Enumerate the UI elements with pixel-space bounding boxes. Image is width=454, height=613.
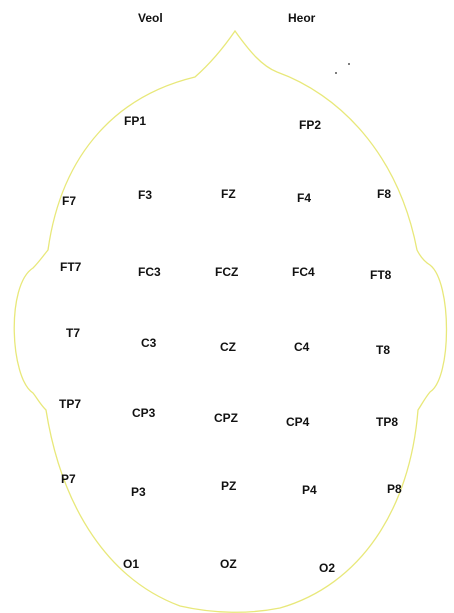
electrode-c3: C3 bbox=[141, 336, 156, 350]
artifact-dot bbox=[335, 72, 337, 74]
electrode-t8: T8 bbox=[376, 343, 390, 357]
electrode-o2: O2 bbox=[319, 561, 335, 575]
electrode-fz: FZ bbox=[221, 187, 236, 201]
electrode-fc3: FC3 bbox=[138, 265, 161, 279]
electrode-f8: F8 bbox=[377, 187, 391, 201]
electrode-fcz: FCZ bbox=[215, 265, 238, 279]
electrode-cpz: CPZ bbox=[214, 411, 238, 425]
electrode-ft8: FT8 bbox=[370, 268, 391, 282]
electrode-pz: PZ bbox=[221, 479, 236, 493]
electrode-tp7: TP7 bbox=[59, 397, 81, 411]
electrode-cp3: CP3 bbox=[132, 406, 155, 420]
electrode-t7: T7 bbox=[66, 326, 80, 340]
label-heor: Heor bbox=[288, 11, 315, 25]
electrode-cp4: CP4 bbox=[286, 415, 309, 429]
electrode-p7: P7 bbox=[61, 472, 76, 486]
electrode-oz: OZ bbox=[220, 557, 237, 571]
electrode-f3: F3 bbox=[138, 188, 152, 202]
electrode-c4: C4 bbox=[294, 340, 309, 354]
electrode-p3: P3 bbox=[131, 485, 146, 499]
electrode-f4: F4 bbox=[297, 191, 311, 205]
electrode-fp1: FP1 bbox=[124, 114, 146, 128]
scalp-contour bbox=[14, 31, 446, 612]
electrode-o1: O1 bbox=[123, 557, 139, 571]
electrode-cz: CZ bbox=[220, 340, 236, 354]
electrode-ft7: FT7 bbox=[60, 260, 81, 274]
electrode-f7: F7 bbox=[62, 194, 76, 208]
label-veol: Veol bbox=[138, 11, 163, 25]
electrode-p4: P4 bbox=[302, 483, 317, 497]
artifact-dot bbox=[348, 63, 350, 65]
electrode-fp2: FP2 bbox=[299, 118, 321, 132]
electrode-p8: P8 bbox=[387, 482, 402, 496]
electrode-tp8: TP8 bbox=[376, 415, 398, 429]
electrode-fc4: FC4 bbox=[292, 265, 315, 279]
